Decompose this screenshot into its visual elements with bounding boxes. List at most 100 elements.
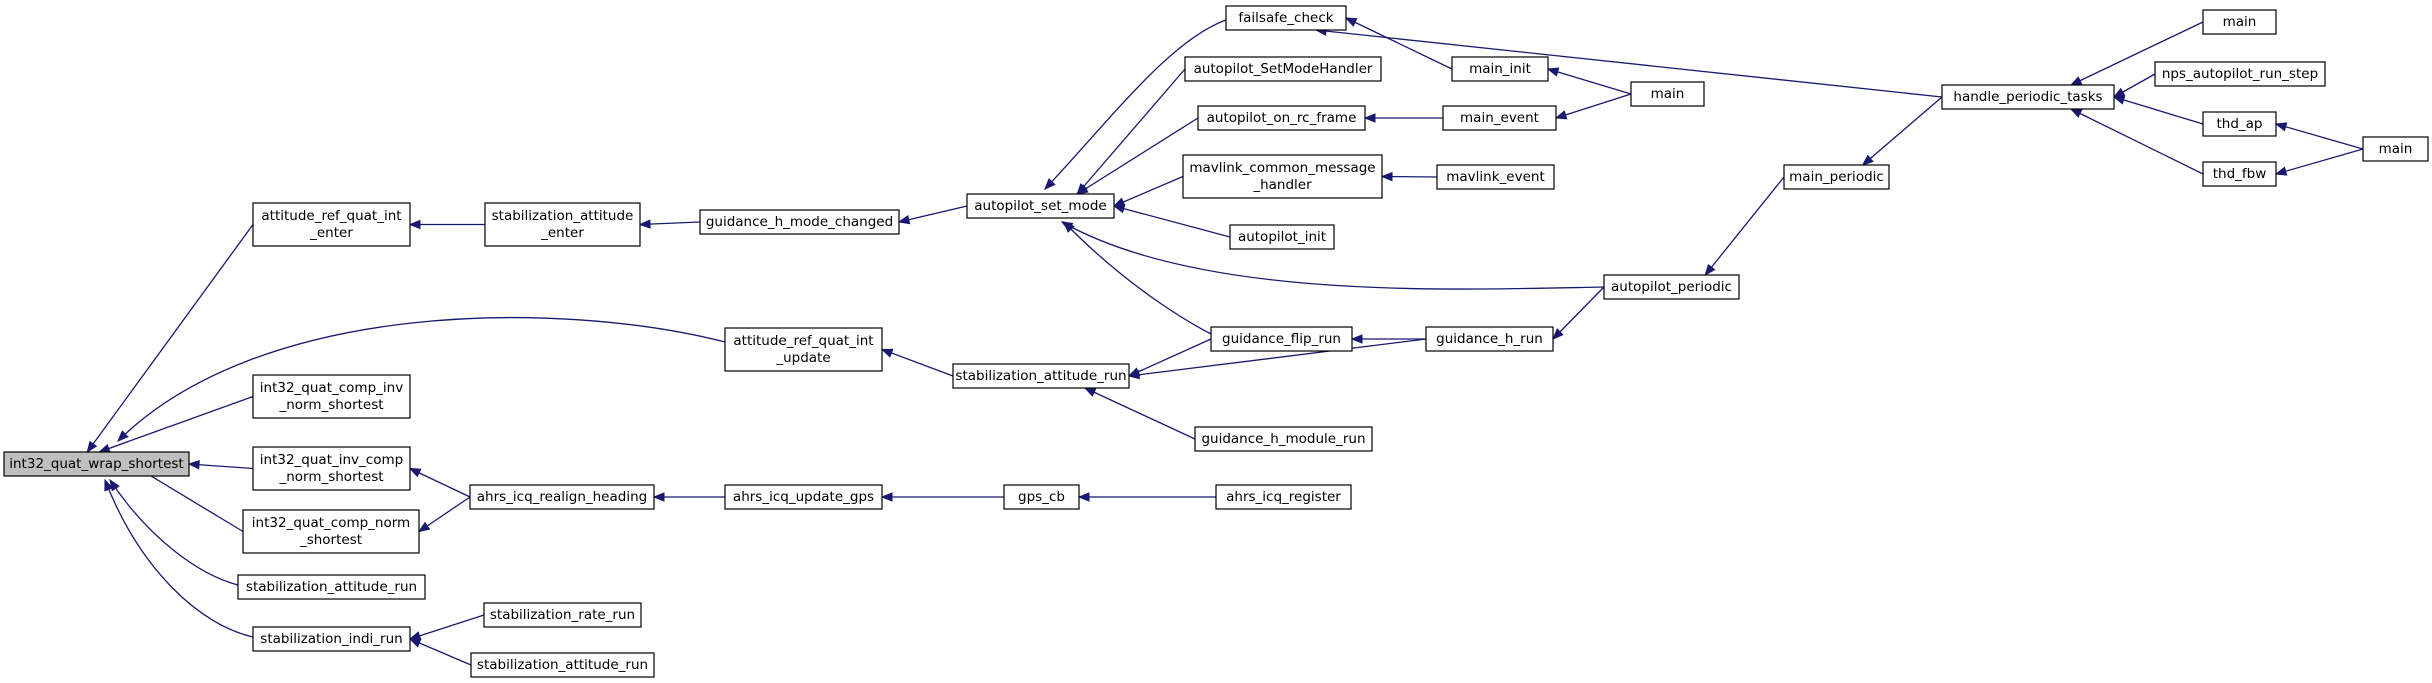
edge-arrowhead: [1044, 178, 1056, 190]
node-box: [1197, 105, 1366, 131]
function-node[interactable]: gps_cb: [1003, 484, 1080, 510]
edge-arrowhead: [187, 460, 200, 470]
function-node[interactable]: mavlink_common_message_handler: [1182, 154, 1383, 199]
function-node[interactable]: autopilot_init: [1229, 224, 1335, 250]
call-edge-n31-n32: [880, 492, 1004, 502]
node-box: [252, 374, 411, 419]
node-label: guidance_h_run: [1436, 331, 1543, 347]
function-node[interactable]: thd_ap: [2202, 111, 2277, 137]
edge-arrowhead: [880, 348, 894, 358]
edge-line: [2113, 96, 2204, 125]
function-node[interactable]: main: [2362, 136, 2429, 162]
function-node[interactable]: autopilot_SetModeHandler: [1184, 56, 1382, 82]
node-box: [1182, 154, 1383, 199]
function-node[interactable]: attitude_ref_quat_int_update: [724, 327, 883, 372]
function-node[interactable]: guidance_h_mode_changed: [699, 209, 900, 235]
node-box: [952, 363, 1130, 389]
call-edge-n4-n6: [1076, 68, 1186, 196]
function-node[interactable]: int32_quat_comp_norm_shortest: [242, 509, 420, 554]
node-label: stabilization_rate_run: [490, 607, 635, 623]
node-box: [3, 451, 190, 477]
function-node[interactable]: stabilization_attitude_run: [470, 652, 655, 678]
edge-line: [1113, 175, 1184, 207]
edge-line: [1113, 205, 1231, 238]
edge-line: [1315, 29, 1943, 98]
edge-arrowhead: [2274, 166, 2288, 176]
node-label: mavlink_event: [1446, 169, 1545, 185]
edge-line: [1061, 221, 1605, 290]
call-edge-n3-n4: [897, 205, 968, 225]
function-node[interactable]: handle_periodic_tasks: [1941, 84, 2115, 110]
function-node[interactable]: ahrs_icq_realign_heading: [469, 484, 655, 510]
node-label: stabilization_attitude_run: [246, 579, 417, 595]
node-label: int32_quat_comp_norm: [252, 515, 410, 531]
function-node[interactable]: stabilization_rate_run: [483, 602, 642, 628]
function-node[interactable]: main_periodic: [1783, 164, 1890, 190]
edge-line: [409, 467, 471, 498]
function-node[interactable]: autopilot_on_rc_frame: [1197, 105, 1366, 131]
function-node[interactable]: mavlink_event: [1436, 164, 1555, 190]
function-node[interactable]: guidance_h_module_run: [1194, 426, 1373, 452]
edge-arrowhead: [2069, 76, 2083, 86]
call-edges: [86, 17, 2364, 666]
node-box: [1442, 105, 1557, 131]
call-edge-n0-n22: [117, 316, 726, 442]
edge-arrowhead: [2274, 122, 2288, 132]
function-node[interactable]: ahrs_icq_register: [1215, 484, 1352, 510]
function-node[interactable]: main: [2202, 9, 2277, 35]
call-edge-n4-n5: [1044, 19, 1227, 190]
function-node[interactable]: attitude_ref_quat_int_enter: [252, 202, 411, 247]
node-box: [724, 327, 883, 372]
edge-line: [1084, 387, 1196, 440]
node-box: [1451, 56, 1549, 82]
edge-arrowhead: [1112, 204, 1126, 214]
call-edge-n35-n36: [408, 614, 485, 641]
call-edge-n21-n20: [1704, 176, 1785, 277]
node-label: failsafe_check: [1238, 10, 1333, 26]
function-node[interactable]: guidance_flip_run: [1210, 326, 1353, 352]
edge-line: [104, 479, 254, 638]
node-box: [483, 602, 642, 628]
edge-arrowhead: [1127, 369, 1141, 380]
edge-line: [898, 205, 968, 223]
function-node[interactable]: stabilization_attitude_run: [237, 574, 426, 600]
node-box: [1630, 81, 1705, 107]
function-node[interactable]: autopilot_periodic: [1603, 274, 1740, 300]
edge-line: [1063, 221, 1221, 339]
function-node[interactable]: int32_quat_inv_comp_norm_shortest: [252, 446, 411, 491]
function-node[interactable]: thd_fbw: [2202, 161, 2277, 187]
function-node[interactable]: int32_quat_comp_inv_norm_shortest: [252, 374, 411, 419]
node-label: autopilot_periodic: [1611, 279, 1732, 295]
function-node[interactable]: ahrs_icq_update_gps: [724, 484, 883, 510]
call-edge-n20-n14: [1861, 96, 1943, 166]
function-node[interactable]: nps_autopilot_run_step: [2154, 61, 2326, 87]
edge-line: [881, 348, 954, 377]
function-node[interactable]: main_init: [1451, 56, 1549, 82]
edge-line: [1128, 338, 1212, 377]
node-label: main: [2379, 141, 2413, 157]
node-label: nps_autopilot_run_step: [2162, 66, 2318, 82]
function-node[interactable]: failsafe_check: [1225, 5, 1347, 31]
node-label: autopilot_set_mode: [974, 198, 1106, 214]
function-node[interactable]: stabilization_attitude_enter: [484, 202, 641, 247]
edge-arrowhead: [1076, 184, 1089, 195]
function-node[interactable]: stabilization_indi_run: [252, 626, 411, 652]
function-node[interactable]: main: [1630, 81, 1705, 107]
function-node[interactable]: stabilization_attitude_run: [952, 363, 1130, 389]
edge-arrowhead: [1350, 334, 1363, 344]
function-node[interactable]: int32_quat_wrap_shortest: [3, 451, 190, 477]
function-node[interactable]: guidance_h_run: [1425, 326, 1554, 352]
node-box: [1210, 326, 1353, 352]
call-edge-n32-n33: [1077, 492, 1216, 502]
call-edge-n0-n35: [104, 478, 254, 638]
call-edge-n29-n30: [417, 496, 471, 533]
call-edge-n23-n25: [1127, 338, 1427, 380]
edge-arrowhead: [1363, 113, 1376, 123]
call-edge-n14-n17: [2112, 95, 2204, 125]
function-node[interactable]: autopilot_set_mode: [966, 193, 1115, 219]
node-label: attitude_ref_quat_int: [733, 333, 873, 349]
edge-arrowhead: [880, 492, 893, 502]
function-node[interactable]: main_event: [1442, 105, 1557, 131]
edge-line: [2070, 21, 2204, 86]
